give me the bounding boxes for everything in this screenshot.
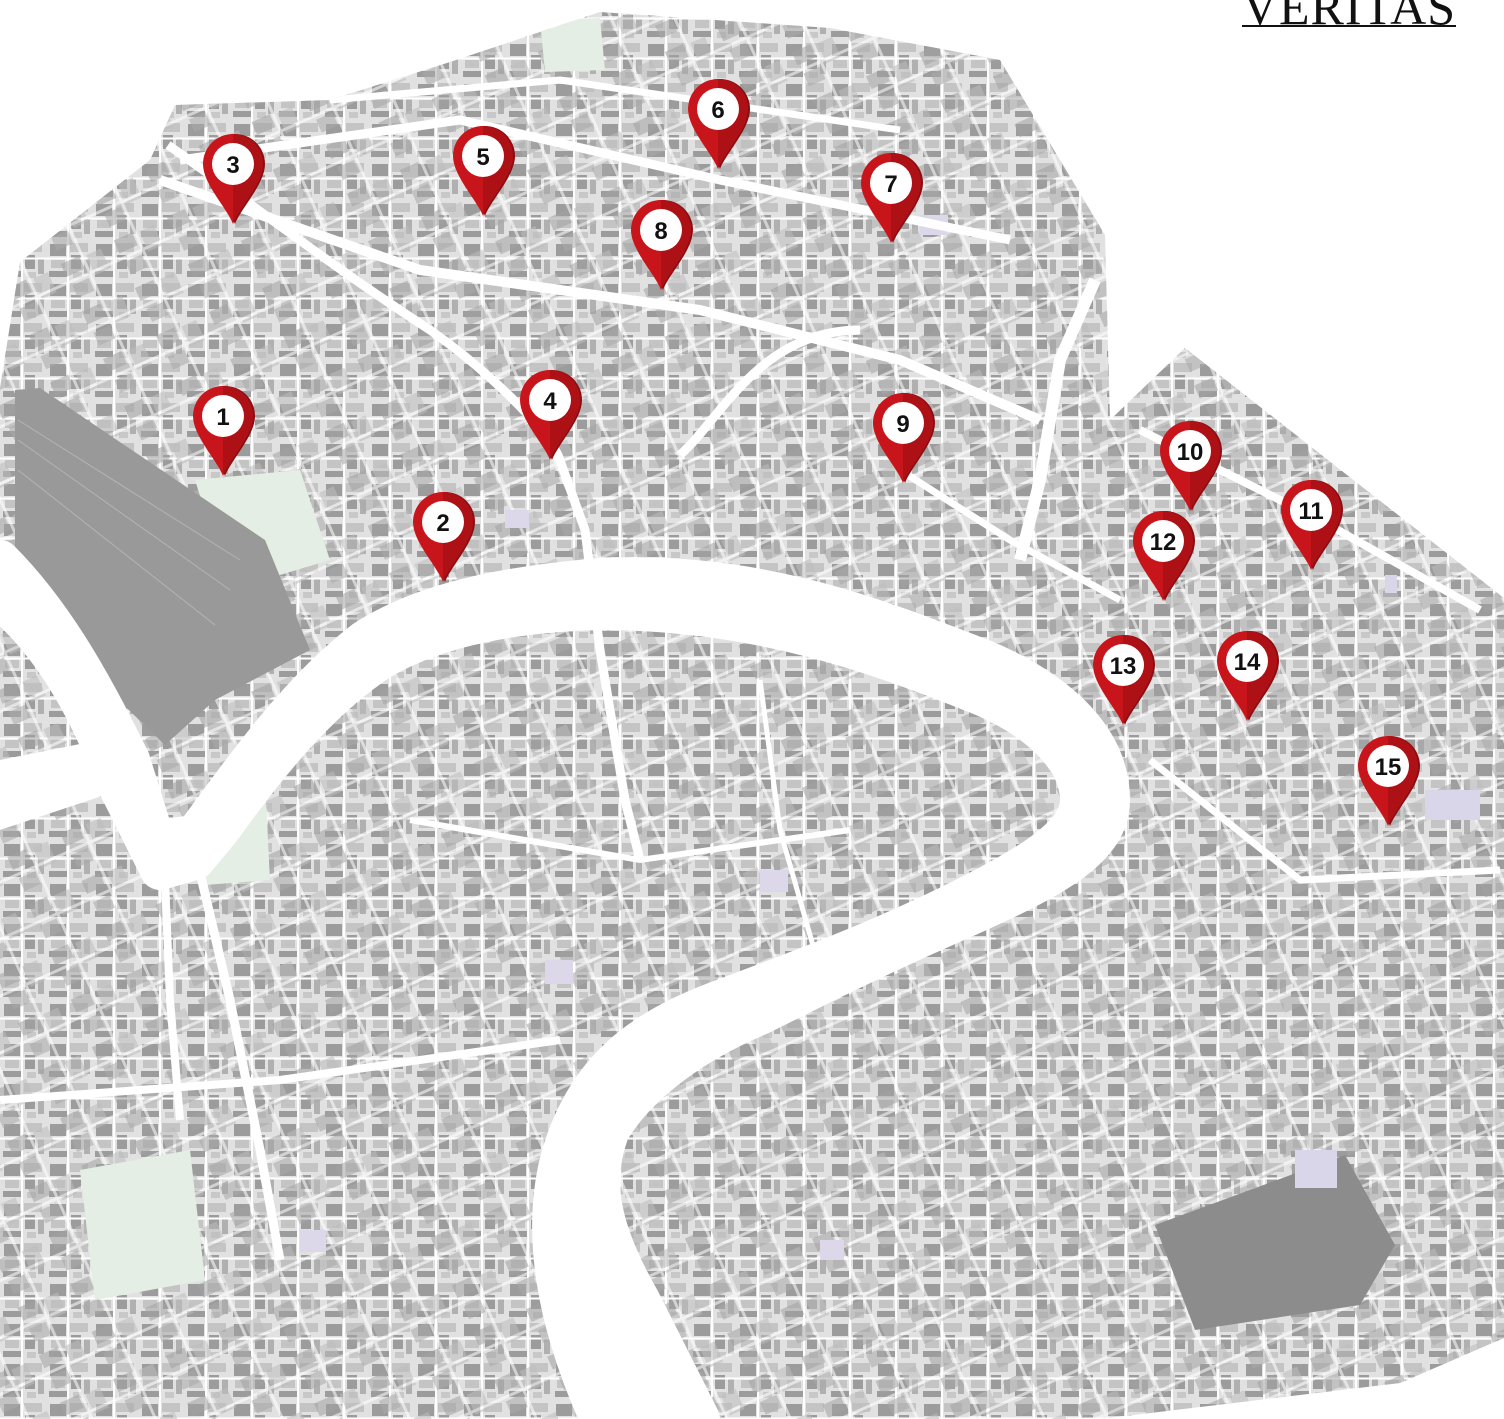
street: [185, 828, 285, 1261]
map-marker-15[interactable]: 15: [1358, 736, 1420, 826]
map-marker-7[interactable]: 7: [861, 153, 923, 243]
marker-number: 14: [1234, 649, 1261, 676]
map-marker-10[interactable]: 10: [1160, 421, 1222, 511]
marker-badge: [640, 209, 682, 251]
marker-badge: [529, 379, 571, 421]
marker-badge: [1102, 644, 1144, 686]
map-marker-2[interactable]: 2: [413, 492, 475, 582]
street: [329, 76, 901, 134]
side-canal: [1014, 277, 1101, 562]
marker-badge: [1226, 640, 1268, 682]
map-marker-6[interactable]: 6: [688, 79, 750, 169]
marker-number: 1: [216, 404, 229, 431]
street: [0, 1036, 561, 1104]
street: [1147, 757, 1501, 884]
landmark-complex: [1155, 1155, 1395, 1330]
marker-badge: [212, 143, 254, 185]
marker-badge: [202, 395, 244, 437]
map-marker-1[interactable]: 1: [193, 386, 255, 476]
park-area: [80, 1150, 205, 1300]
map-marker-4[interactable]: 4: [520, 370, 582, 460]
map-marker-14[interactable]: 14: [1217, 631, 1279, 721]
map-marker-3[interactable]: 3: [203, 134, 265, 224]
street: [757, 679, 823, 971]
veritas-logo: VERITAS: [1241, 0, 1456, 36]
marker-number: 9: [896, 411, 909, 438]
marker-badge: [462, 135, 504, 177]
marker-number: 6: [711, 97, 724, 124]
park-area: [540, 18, 605, 72]
map-marker-5[interactable]: 5: [453, 126, 515, 216]
marker-number: 15: [1375, 754, 1402, 781]
street: [158, 175, 1042, 425]
map-marker-8[interactable]: 8: [631, 200, 693, 290]
marker-number: 10: [1177, 439, 1204, 466]
marker-badge: [422, 501, 464, 543]
marker-badge: [1367, 745, 1409, 787]
marker-number: 13: [1110, 653, 1137, 680]
side-canal: [898, 467, 1122, 604]
marker-number: 8: [654, 218, 667, 245]
marker-number: 5: [476, 144, 489, 171]
marker-badge: [1290, 489, 1332, 531]
logo-text: VERITAS: [1241, 0, 1456, 35]
marker-number: 2: [436, 510, 449, 537]
map-marker-9[interactable]: 9: [873, 393, 935, 483]
marker-number: 7: [884, 171, 897, 198]
marker-number: 3: [226, 152, 239, 179]
marker-badge: [1142, 520, 1184, 562]
marker-badge: [882, 402, 924, 444]
marker-badge: [1169, 430, 1211, 472]
map-marker-12[interactable]: 12: [1133, 511, 1195, 601]
marker-badge: [870, 162, 912, 204]
street: [179, 115, 1011, 245]
marker-number: 12: [1150, 529, 1177, 556]
marker-badge: [697, 88, 739, 130]
marker-number: 11: [1298, 498, 1323, 525]
map-marker-11[interactable]: 11: [1281, 480, 1343, 570]
marker-number: 4: [543, 388, 557, 415]
map-marker-13[interactable]: 13: [1093, 635, 1155, 725]
